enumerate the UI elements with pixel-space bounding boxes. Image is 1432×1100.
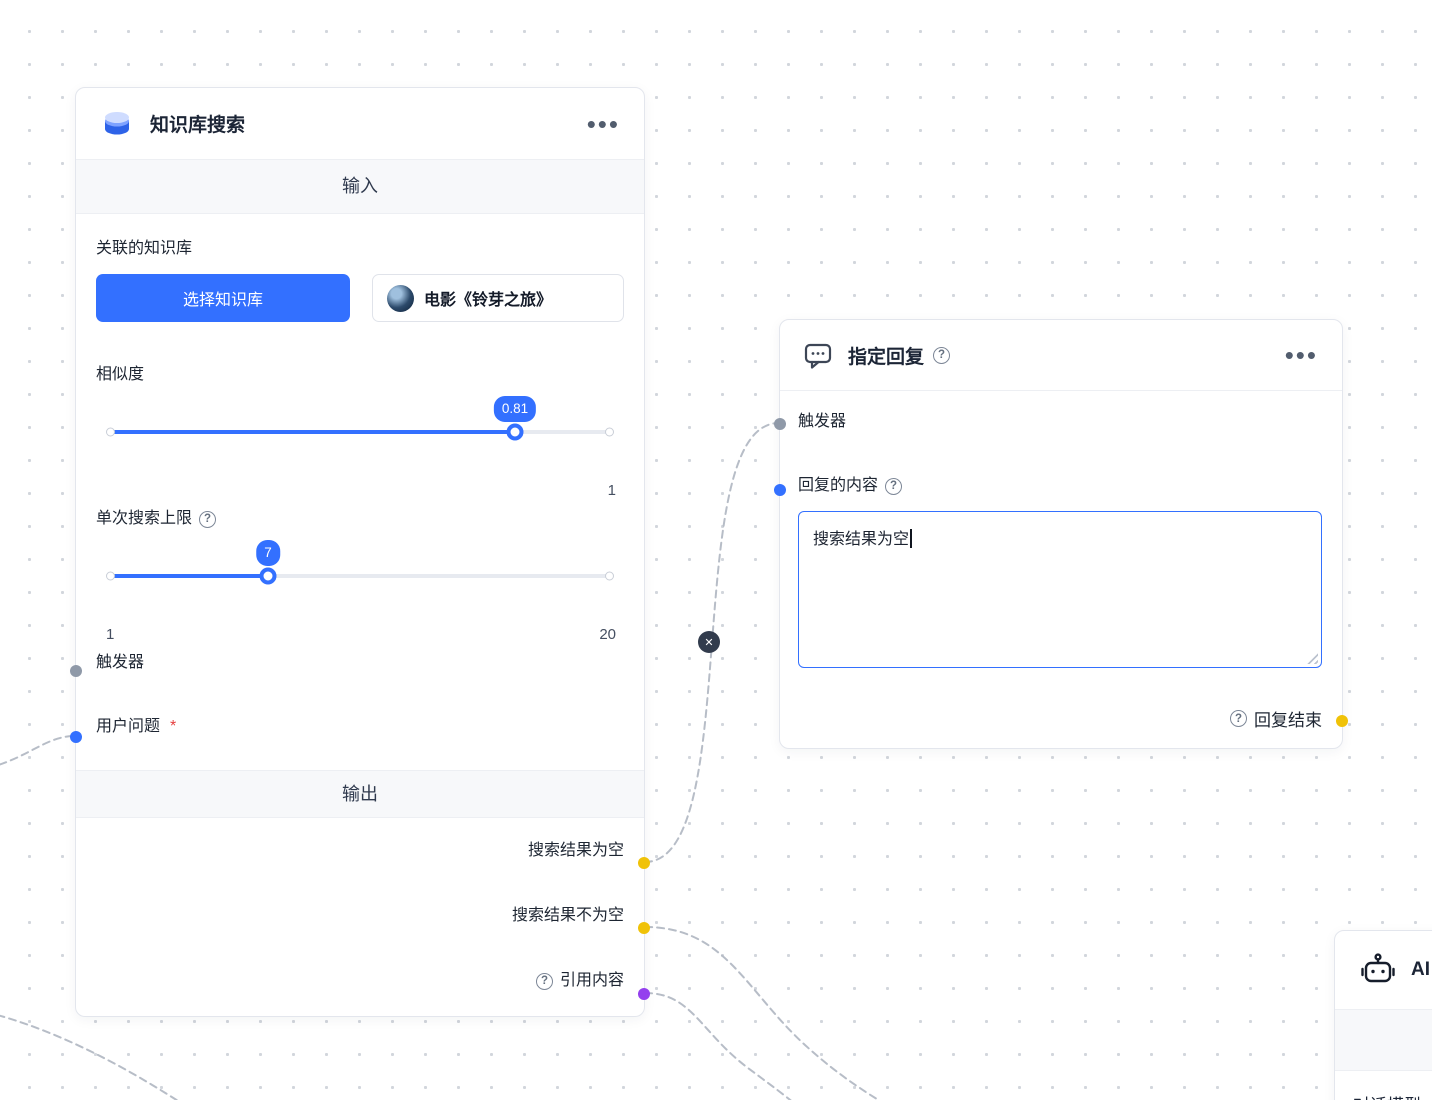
reply-trigger-label: 触发器 [798,413,847,430]
more-icon[interactable]: ••• [586,108,620,139]
ai-model-label: 对话模型 [1353,1096,1421,1100]
reply-finish-label: 回复结束 [1254,711,1322,730]
kb-user-question-row: 用户问题 * [96,716,624,738]
limit-label: 单次搜索上限 [96,510,193,527]
required-mark: * [170,718,177,735]
reply-content-port[interactable] [774,484,786,496]
reply-finish-row: ? 回复结束 [798,706,1322,731]
limit-value-bubble: 7 [256,540,280,566]
slider-end-ring [605,427,614,437]
ai-node-title: AI [1411,959,1430,980]
help-icon[interactable]: ? [933,346,951,364]
limit-slider-track[interactable]: 7 1 20 [106,540,616,643]
kb-output-body: 搜索结果为空 搜索结果不为空 ? 引用内容 [76,818,644,992]
select-kb-button[interactable]: 选择知识库 [96,274,350,322]
similarity-value-bubble: 0.81 [493,396,537,422]
limit-slider[interactable]: 7 1 20 [96,538,624,643]
limit-min-label: 1 [106,626,115,643]
ai-input-section-header [1335,1009,1432,1071]
kb-avatar [387,284,414,312]
kb-output-not-empty-row: 搜索结果不为空 [96,905,624,927]
kb-output-quote-label: 引用内容 [559,972,624,989]
robot-icon [1359,951,1397,989]
kb-output-empty-port[interactable] [638,857,650,869]
reply-finish-port[interactable] [1336,715,1348,727]
kb-output-not-empty-port[interactable] [638,922,650,934]
similarity-slider-track[interactable]: 0.81 1 [106,396,616,499]
kb-trigger-label: 触发器 [96,654,145,671]
limit-label-row: 单次搜索上限 ? [96,508,624,530]
kb-selection-row: 选择知识库 电影《铃芽之旅》 [96,274,624,322]
help-icon[interactable]: ? [1230,710,1247,727]
ai-node-body: 对话模型 [1335,1071,1432,1100]
node-ai-chat[interactable]: AI 对话模型 [1334,930,1432,1100]
slider-start-ring [106,427,115,437]
kb-user-question-port[interactable] [70,731,82,743]
kb-output-not-empty-label: 搜索结果不为空 [511,907,624,924]
delete-edge-button[interactable]: ✕ [698,631,720,653]
reply-content-label: 回复的内容 [798,477,879,494]
node-specified-reply[interactable]: 指定回复 ? ••• 触发器 回复的内容 ? 搜索结果为空 ? 回复结束 [774,319,1348,749]
slider-start-ring [106,571,115,581]
kb-node-header: 知识库搜索 ••• [76,88,644,159]
edge-not-empty-out[interactable] [644,926,898,1100]
edge-quote-out[interactable] [644,992,800,1100]
similarity-label: 相似度 [96,366,145,383]
reply-trigger-port[interactable] [774,418,786,430]
edge-into-user-question[interactable] [0,735,76,768]
similarity-slider-thumb[interactable] [506,423,524,441]
kb-output-empty-label: 搜索结果为空 [527,842,624,859]
help-icon[interactable]: ? [199,510,217,528]
similarity-slider[interactable]: 0.81 1 [96,394,624,499]
chat-bubble-icon [802,339,834,371]
limit-max-label: 20 [599,626,616,643]
kb-output-empty-row: 搜索结果为空 [96,840,624,862]
knowledge-base-icon [98,105,136,143]
kb-input-body: 关联的知识库 选择知识库 电影《铃芽之旅》 相似度 0.81 1 [76,214,644,738]
reply-content-row: 回复的内容 ? [798,475,1322,497]
ai-node-header: AI [1335,931,1432,1009]
help-icon[interactable]: ? [535,972,553,990]
kb-field-label: 关联的知识库 [96,240,193,257]
kb-user-question-label: 用户问题 [96,718,161,735]
reply-body: 触发器 回复的内容 ? 搜索结果为空 ? 回复结束 [780,391,1342,731]
kb-input-section-header: 输入 [76,159,644,214]
kb-output-quote-row: ? 引用内容 [96,970,624,992]
limit-slider-thumb[interactable] [259,567,277,585]
kb-chip-label: 电影《铃芽之旅》 [424,292,553,309]
similarity-max-label: 1 [607,482,616,499]
help-icon[interactable]: ? [885,477,903,495]
resize-grip-icon[interactable] [1307,653,1318,664]
kb-output-quote-port[interactable] [638,988,650,1000]
limit-slider-fill [110,574,268,578]
node-knowledge-search[interactable]: 知识库搜索 ••• 输入 关联的知识库 选择知识库 电影《铃芽之旅》 相似度 0… [70,87,650,1017]
kb-trigger-row: 触发器 [96,652,624,674]
kb-chip[interactable]: 电影《铃芽之旅》 [372,274,624,322]
text-caret [910,529,912,548]
reply-node-header: 指定回复 ? ••• [780,320,1342,391]
reply-trigger-row: 触发器 [798,411,1322,433]
reply-content-textarea[interactable]: 搜索结果为空 [798,511,1322,668]
edge-bottom-left[interactable] [0,1012,192,1100]
more-icon[interactable]: ••• [1284,340,1318,370]
kb-node-title: 知识库搜索 [150,115,246,136]
similarity-slider-fill [110,430,515,434]
kb-output-section-header: 输出 [76,770,644,818]
reply-content-text: 搜索结果为空 [813,531,910,548]
reply-node-title: 指定回复 [848,346,925,368]
slider-end-ring [605,571,614,581]
kb-trigger-port[interactable] [70,665,82,677]
